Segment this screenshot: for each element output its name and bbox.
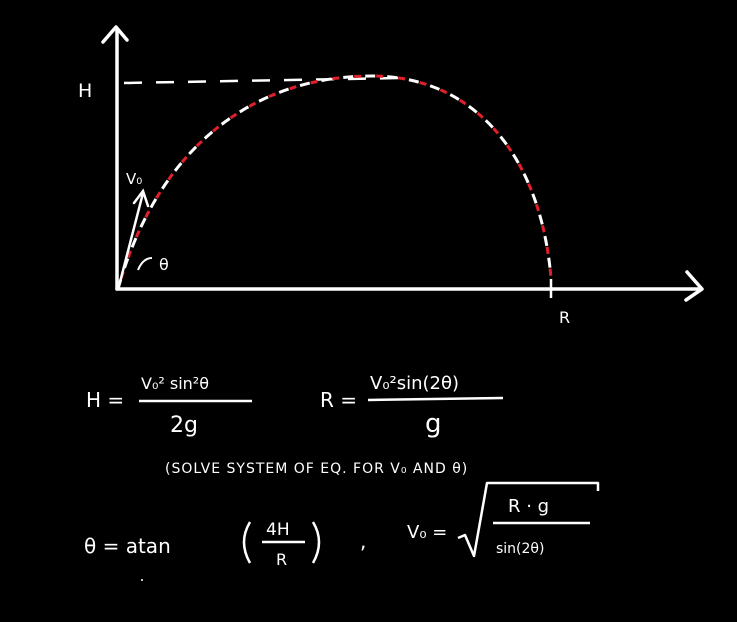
angle-label: θ xyxy=(159,255,169,274)
range-formula-denominator: g xyxy=(425,409,442,439)
theta-formula-denominator: R xyxy=(276,550,287,569)
velocity-vector xyxy=(117,188,150,288)
trajectory-white xyxy=(116,74,553,290)
height-formula-numerator: V₀² sin²θ xyxy=(141,374,209,393)
velocity-formula-denominator: sin(2θ) xyxy=(496,541,544,557)
theta-formula-numerator: 4H xyxy=(266,520,290,540)
velocity-label: V₀ xyxy=(126,170,142,188)
x-axis-arrowhead xyxy=(684,270,704,302)
height-formula: H = V₀² sin²θ 2g xyxy=(86,374,252,438)
stray-dot xyxy=(141,579,143,581)
velocity-formula-lhs: V₀ = xyxy=(407,522,447,543)
y-axis-arrowhead xyxy=(101,25,129,44)
height-formula-denominator: 2g xyxy=(170,413,198,438)
velocity-formula-numerator: R · g xyxy=(508,496,549,517)
velocity-formula: V₀ = R · g sin(2θ) xyxy=(407,481,600,558)
left-paren xyxy=(242,521,252,564)
range-label: R xyxy=(559,308,570,327)
radical-sign xyxy=(457,481,600,558)
trajectory-red xyxy=(116,74,553,290)
range-formula-lhs: R = xyxy=(320,388,357,412)
theta-formula: θ = atan 4H R xyxy=(84,520,321,569)
range-formula: R = V₀²sin(2θ) g xyxy=(320,373,504,439)
solve-note: (SOLVE SYSTEM OF EQ. FOR V₀ AND θ) xyxy=(165,461,468,477)
right-paren xyxy=(311,521,321,564)
axes xyxy=(101,25,704,302)
range-formula-numerator: V₀²sin(2θ) xyxy=(370,373,459,394)
separator-comma: , xyxy=(360,529,366,553)
range-formula-fraction-bar xyxy=(367,396,504,402)
height-formula-lhs: H = xyxy=(86,388,124,412)
height-label: H xyxy=(78,80,92,102)
theta-formula-lhs: θ = atan xyxy=(84,534,171,558)
angle-arc xyxy=(137,257,153,271)
max-height-dashed-line xyxy=(123,76,401,85)
